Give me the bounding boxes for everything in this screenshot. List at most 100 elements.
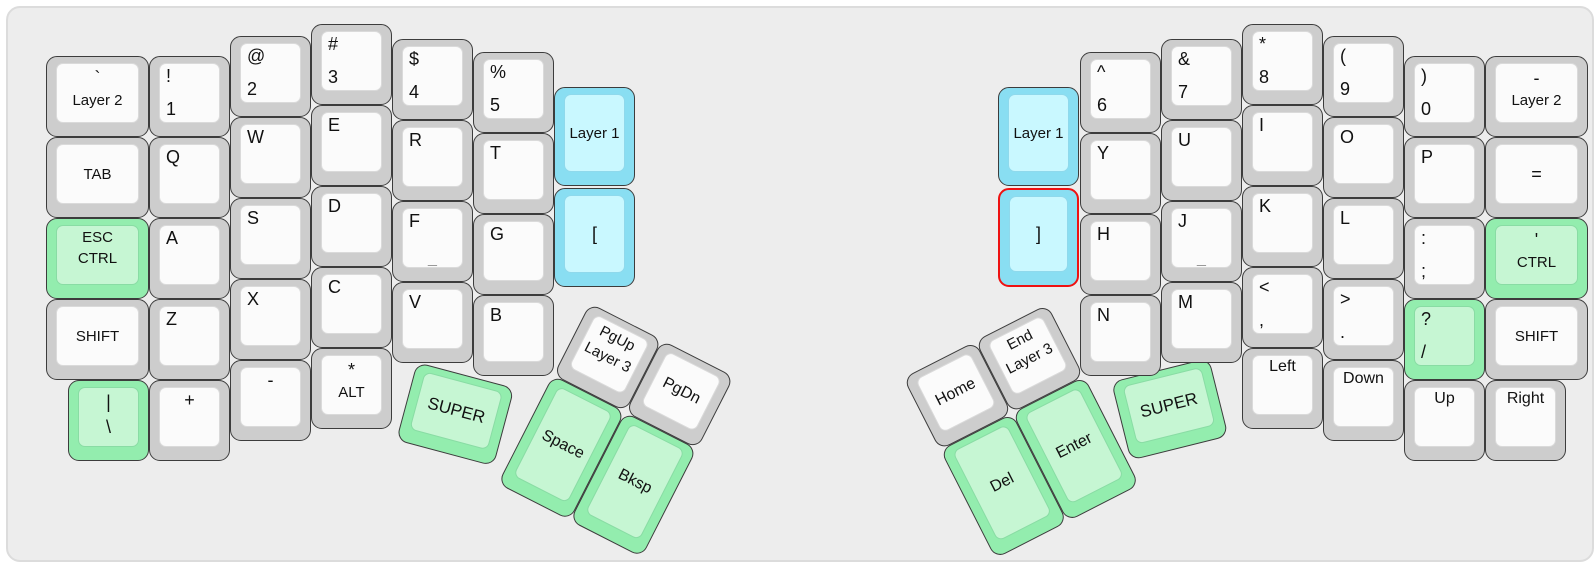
key-left[interactable]: Left xyxy=(1242,348,1323,429)
key-label: ! xyxy=(166,66,172,86)
key-y[interactable]: Y xyxy=(1080,133,1161,214)
key-w[interactable]: W xyxy=(230,117,311,198)
key-label: J xyxy=(1178,211,1187,231)
key-layer2-grave[interactable]: `Layer 2 xyxy=(46,56,149,137)
keycap-top: #3 xyxy=(321,31,382,91)
key-down[interactable]: Down xyxy=(1323,360,1404,441)
key-label: > xyxy=(1340,289,1351,309)
key-j[interactable]: J_ xyxy=(1161,201,1242,282)
key-equals[interactable]: = xyxy=(1485,137,1588,218)
key-label: N xyxy=(1097,305,1110,325)
key-label: P xyxy=(1421,147,1434,167)
key-l[interactable]: L xyxy=(1323,198,1404,279)
key-dollar-4[interactable]: $4 xyxy=(392,39,473,120)
key-label: Down xyxy=(1343,370,1384,387)
key-label: * xyxy=(1259,34,1267,54)
key-f[interactable]: F_ xyxy=(392,201,473,282)
key-e[interactable]: E xyxy=(311,105,392,186)
key-p[interactable]: P xyxy=(1404,137,1485,218)
key-exclam-1[interactable]: !1 xyxy=(149,56,230,137)
key-lbracket[interactable]: [ xyxy=(554,188,635,287)
key-s[interactable]: S xyxy=(230,198,311,279)
key-label: A xyxy=(166,228,179,248)
key-label: C xyxy=(328,277,341,297)
key-label: Right xyxy=(1506,390,1545,407)
key-hash-3[interactable]: #3 xyxy=(311,24,392,105)
key-label: Del xyxy=(987,469,1017,496)
key-b[interactable]: B xyxy=(473,295,554,376)
keycap-top: SUPER xyxy=(409,371,504,451)
key-amp-7[interactable]: &7 xyxy=(1161,39,1242,120)
key-asterisk-8[interactable]: *8 xyxy=(1242,24,1323,105)
key-label: I xyxy=(1259,115,1265,135)
key-r[interactable]: R xyxy=(392,120,473,201)
key-caret-6[interactable]: ^6 xyxy=(1080,52,1161,133)
key-at-2[interactable]: @2 xyxy=(230,36,311,117)
key-m[interactable]: M xyxy=(1161,282,1242,363)
key-label-center: SUPER xyxy=(411,373,502,449)
key-h[interactable]: H xyxy=(1080,214,1161,295)
key-label: Up xyxy=(1434,390,1455,407)
keycap-top: |\ xyxy=(78,387,139,447)
key-label: TAB xyxy=(83,165,112,183)
keycap-top: M xyxy=(1171,289,1232,349)
key-label: % xyxy=(490,62,507,82)
key-n[interactable]: N xyxy=(1080,295,1161,376)
keycap-top: Left xyxy=(1252,355,1313,415)
keycap-top: PgDn xyxy=(640,350,723,432)
key-star-alt[interactable]: *ALT xyxy=(311,348,392,429)
key-tab[interactable]: TAB xyxy=(46,137,149,218)
key-label: - xyxy=(267,370,274,390)
key-layer1-left[interactable]: Layer 1 xyxy=(554,87,635,186)
key-v[interactable]: V xyxy=(392,282,473,363)
key-label: ? xyxy=(1421,309,1432,329)
key-label-stack: *ALT xyxy=(322,358,381,404)
keycap-top: *ALT xyxy=(321,355,382,415)
key-rparen-0[interactable]: )0 xyxy=(1404,56,1485,137)
key-a[interactable]: A xyxy=(149,218,230,299)
key-i[interactable]: I xyxy=(1242,105,1323,186)
key-label: : xyxy=(1421,228,1427,248)
key-percent-5[interactable]: %5 xyxy=(473,52,554,133)
key-super-left[interactable]: SUPER xyxy=(396,362,515,467)
key-label: Z xyxy=(166,309,177,329)
key-x[interactable]: X xyxy=(230,279,311,360)
key-label: K xyxy=(1259,196,1272,216)
key-c[interactable]: C xyxy=(311,267,392,348)
key-rbracket[interactable]: ] xyxy=(998,188,1079,287)
key-gt-period[interactable]: >. xyxy=(1323,279,1404,360)
keycap-top: J_ xyxy=(1171,208,1232,268)
key-o[interactable]: O xyxy=(1323,117,1404,198)
key-colon-semicolon[interactable]: :; xyxy=(1404,218,1485,299)
key-pipe-backslash[interactable]: |\ xyxy=(68,380,149,461)
key-shift-left[interactable]: SHIFT xyxy=(46,299,149,380)
key-plus[interactable]: + xyxy=(149,380,230,461)
key-g[interactable]: G xyxy=(473,214,554,295)
key-z[interactable]: Z xyxy=(149,299,230,380)
key-minus[interactable]: - xyxy=(230,360,311,441)
key-minus-layer2[interactable]: -Layer 2 xyxy=(1485,56,1588,137)
key-up[interactable]: Up xyxy=(1404,380,1485,461)
key-label: < xyxy=(1259,277,1270,297)
keycap-top: <, xyxy=(1252,274,1313,334)
key-shift-right[interactable]: SHIFT xyxy=(1485,299,1588,380)
key-u[interactable]: U xyxy=(1161,120,1242,201)
key-label: Layer 1 xyxy=(1013,124,1064,142)
homing-bar: _ xyxy=(428,250,437,267)
key-right[interactable]: Right xyxy=(1485,380,1566,461)
key-k[interactable]: K xyxy=(1242,186,1323,267)
key-quote-ctrl[interactable]: 'CTRL xyxy=(1485,218,1588,299)
key-question-slash[interactable]: ?/ xyxy=(1404,299,1485,380)
key-q[interactable]: Q xyxy=(149,137,230,218)
key-layer1-right[interactable]: Layer 1 xyxy=(998,87,1079,186)
key-d[interactable]: D xyxy=(311,186,392,267)
key-lparen-9[interactable]: (9 xyxy=(1323,36,1404,117)
key-lt-comma[interactable]: <, xyxy=(1242,267,1323,348)
key-t[interactable]: T xyxy=(473,133,554,214)
key-label: Layer 2 xyxy=(1511,91,1562,109)
